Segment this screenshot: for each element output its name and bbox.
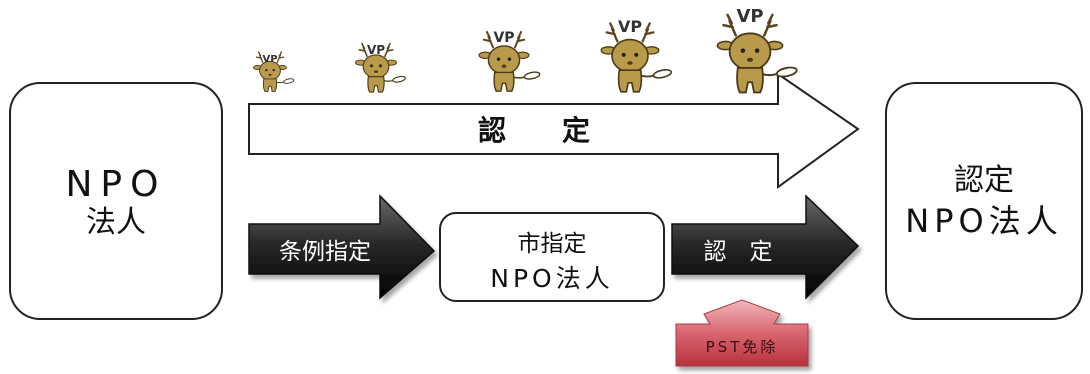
certification-arrow-lower-label: 認 定 — [704, 239, 773, 265]
pst-exemption-arrow-label: PST免除 — [706, 338, 779, 356]
mascot-group: VP VP VP VP VP — [252, 6, 799, 94]
certification-arrow-top-label: 認 定 — [478, 114, 590, 147]
city-designated-npo-line2: NPO法人 — [490, 264, 613, 293]
pst-exemption-arrow: PST免除 — [675, 299, 809, 367]
certification-arrow-lower: 認 定 — [671, 194, 860, 300]
certified-npo-line2: NPO法人 — [905, 202, 1062, 240]
mascot-text-4: VP — [618, 17, 642, 36]
certified-npo-line1: 認定 — [954, 163, 1014, 198]
mascot-text-1: VP — [262, 54, 277, 65]
mascot-text-3: VP — [493, 30, 514, 46]
ordinance-designation-arrow: 条例指定 — [248, 194, 436, 300]
city-designated-npo-box: 市指定 NPO法人 — [439, 212, 665, 302]
certification-arrow-top: 認 定 — [248, 72, 860, 189]
npo-corporation-line2: 法人 — [86, 205, 146, 240]
city-designated-npo-line1: 市指定 — [518, 231, 587, 257]
certified-npo-box: 認定 NPO法人 — [885, 82, 1083, 320]
npo-corporation-box: NPO 法人 — [9, 82, 223, 320]
mascot-text-2: VP — [367, 43, 385, 57]
ordinance-designation-arrow-label: 条例指定 — [279, 239, 371, 265]
mascot-text-5: VP — [736, 6, 763, 27]
npo-corporation-line1: NPO — [66, 164, 167, 205]
